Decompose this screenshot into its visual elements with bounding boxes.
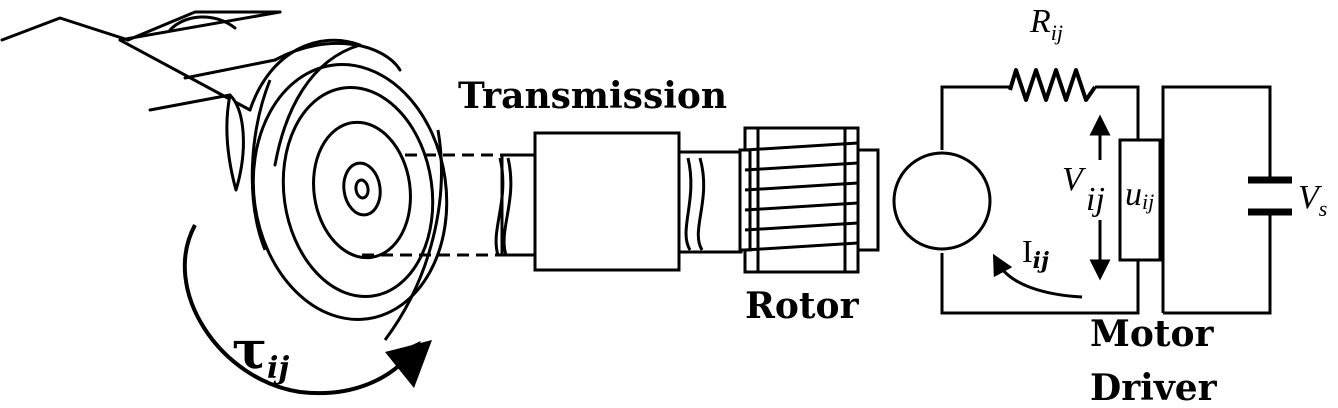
transmission-coupling-left (494, 153, 538, 257)
motor-driver-label-line1: Motor (1090, 313, 1215, 355)
motor-driver-label-line2: Driver (1090, 367, 1218, 408)
motor-driver-box (1118, 138, 1162, 262)
torque-label: τij (232, 320, 289, 386)
motor-emf-source (892, 151, 992, 251)
control-input-label: uij (1125, 176, 1154, 214)
rotor (738, 126, 880, 274)
current-arrow (992, 253, 1083, 299)
transmission-label: Transmission (458, 75, 727, 117)
robot-link (0, 10, 402, 192)
voltage-subscript: ij (1086, 181, 1105, 218)
resistance-label: Rij (1029, 3, 1063, 45)
supply-capacitor (1248, 176, 1292, 216)
torque-arrow (182, 224, 421, 396)
rotor-label: Rotor (745, 285, 860, 327)
transmission-box (533, 131, 681, 272)
torque-arrow-head (385, 340, 432, 388)
joint-disc (250, 63, 449, 341)
transmission-coupling-right (677, 150, 743, 254)
resistor (1008, 68, 1097, 102)
current-label: Iij (1022, 233, 1049, 274)
shaft-dashed (362, 153, 505, 257)
circuit-wires (940, 85, 1272, 315)
supply-voltage-label: Vs (1298, 179, 1327, 221)
